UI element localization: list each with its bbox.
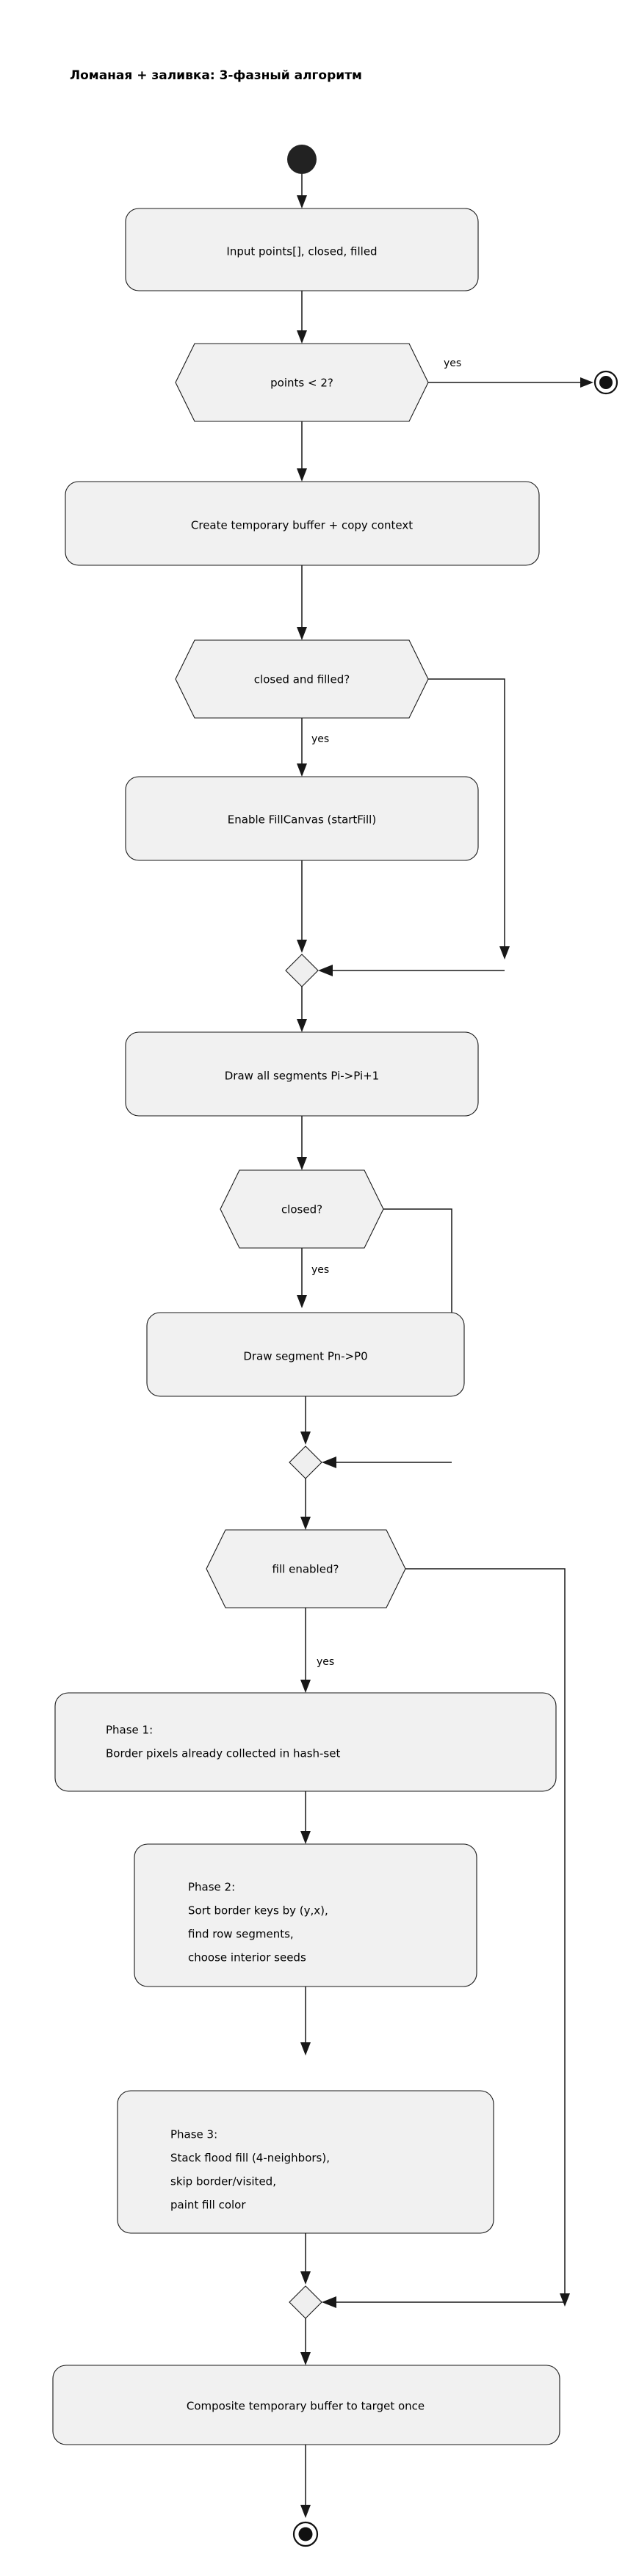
arrowhead-fill-enabled-to-phase1 (300, 1680, 311, 1693)
arrowhead-composite-to-final-end (300, 2505, 311, 2518)
arrowhead-create-buffer-to-closed-filled (297, 627, 307, 640)
arrowhead-bypass-into-merge-closed (322, 1456, 336, 1468)
activity-enable-fillcanvas-label: Enable FillCanvas (startFill) (228, 813, 376, 827)
decision-closed: closed? (220, 1169, 384, 1249)
decision-closed-shape (220, 1169, 384, 1249)
decision-points-less-than-2-shape (175, 343, 429, 422)
activity-draw-closing-segment-label: Draw segment Pn->P0 (243, 1350, 367, 1363)
activity-create-buffer: Create temporary buffer + copy context (65, 481, 540, 566)
edge-closed-filled-no-bypass (428, 678, 505, 955)
end-terminal-early (593, 370, 618, 395)
arrowhead-draw-segments-to-closed (297, 1157, 307, 1170)
activity-phase-3-line-1: Phase 3: (170, 2128, 217, 2141)
merge-node-fill-done-shape (289, 2285, 322, 2319)
activity-enable-fillcanvas: Enable FillCanvas (startFill) (125, 776, 479, 861)
arrowhead-bypass-into-final-merge (322, 2296, 336, 2308)
page-title: Ломаная + заливка: 3-фазный алгоритм (70, 68, 362, 83)
merge-node-closed-branch (289, 1445, 322, 1479)
activity-composite-buffer: Composite temporary buffer to target onc… (52, 2365, 560, 2445)
activity-phase-1-line-1: Phase 1: (106, 1724, 153, 1737)
arrowhead-final-merge-to-composite (300, 2352, 311, 2365)
activity-create-buffer-label: Create temporary buffer + copy context (191, 519, 413, 532)
arrowhead-fill-enabled-no-bypass (560, 2293, 570, 2307)
activity-draw-closing-segment: Draw segment Pn->P0 (146, 1312, 465, 1397)
decision-fill-enabled-label: fill enabled? (272, 1563, 339, 1576)
merge-node-fill-branch (285, 954, 319, 987)
decision-closed-label: closed? (281, 1203, 322, 1216)
arrowhead-merge-to-fill-enabled (300, 1517, 311, 1530)
activity-composite-buffer-shape (52, 2365, 560, 2445)
merge-node-fill-done (289, 2285, 322, 2319)
decision-closed-and-filled-label: closed and filled? (254, 673, 350, 686)
arrowhead-start-to-input (297, 195, 307, 208)
decision-points-less-than-2: points < 2? (175, 343, 429, 422)
arrowhead-closed-to-draw-closing (297, 1295, 307, 1308)
arrowhead-phase1-to-phase2 (300, 1831, 311, 1844)
decision-fill-enabled-shape (206, 1529, 406, 1608)
activity-input-points: Input points[], closed, filled (125, 208, 479, 291)
arrowhead-points-check-to-early-end (580, 377, 593, 388)
arrowhead-enable-fill-to-merge (297, 940, 307, 953)
merge-node-closed-branch-shape (289, 1445, 322, 1479)
edge-label-closed-filled-yes: yes (311, 733, 329, 745)
decision-points-less-than-2-label: points < 2? (270, 377, 333, 390)
decision-fill-enabled: fill enabled? (206, 1529, 406, 1608)
activity-phase-1-shape (54, 1692, 557, 1792)
arrowhead-phase2-to-phase3 (300, 2042, 311, 2056)
edge-label-points-check-yes: yes (444, 358, 461, 369)
arrowhead-draw-closing-to-merge (300, 1432, 311, 1445)
arrowhead-phase3-to-final-merge (300, 2271, 311, 2285)
edge-fill-enabled-no-bypass (405, 1568, 566, 2302)
activity-phase-3-line-2: Stack flood fill (4-neighbors), (170, 2152, 330, 2165)
activity-phase-2-line-3: find row segments, (188, 1928, 294, 1941)
activity-draw-all-segments-label: Draw all segments Pi->Pi+1 (225, 1070, 379, 1083)
activity-phase-2: Phase 2: Sort border keys by (y,x), find… (134, 1843, 477, 1987)
arrowhead-bypass-into-merge-fill (318, 965, 333, 976)
arrowhead-input-to-points-check (297, 330, 307, 344)
activity-input-points-label: Input points[], closed, filled (226, 245, 377, 258)
activity-phase-2-line-4: choose interior seeds (188, 1951, 306, 1964)
activity-phase-3-line-3: skip border/visited, (170, 2175, 276, 2188)
edge-label-fill-enabled-yes: yes (317, 1656, 334, 1668)
decision-closed-and-filled: closed and filled? (175, 639, 429, 719)
arrowhead-points-check-to-create-buffer (297, 468, 307, 482)
start-terminal-node (287, 145, 317, 174)
end-terminal-final (292, 2521, 319, 2547)
activity-phase-2-line-1: Phase 2: (188, 1881, 235, 1894)
activity-phase-3-line-4: paint fill color (170, 2199, 246, 2212)
activity-composite-buffer-label: Composite temporary buffer to target onc… (187, 2400, 425, 2413)
end-terminal-final-dot (298, 2527, 313, 2541)
end-terminal-early-dot (599, 376, 613, 389)
activity-phase-1-line-2: Border pixels already collected in hash-… (106, 1747, 340, 1760)
activity-phase-1: Phase 1: Border pixels already collected… (54, 1692, 557, 1792)
arrowhead-closed-filled-no-bypass (499, 946, 510, 959)
merge-node-fill-branch-shape (285, 954, 319, 987)
decision-closed-and-filled-shape (175, 639, 429, 719)
edge-label-closed-yes: yes (311, 1264, 329, 1276)
arrowhead-merge-to-draw-segments (297, 1019, 307, 1032)
activity-phase-3: Phase 3: Stack flood fill (4-neighbors),… (117, 2090, 494, 2234)
activity-phase-2-line-2: Sort border keys by (y,x), (188, 1904, 328, 1918)
activity-draw-all-segments: Draw all segments Pi->Pi+1 (125, 1031, 479, 1117)
arrowhead-closed-filled-to-enable-fill (297, 763, 307, 777)
